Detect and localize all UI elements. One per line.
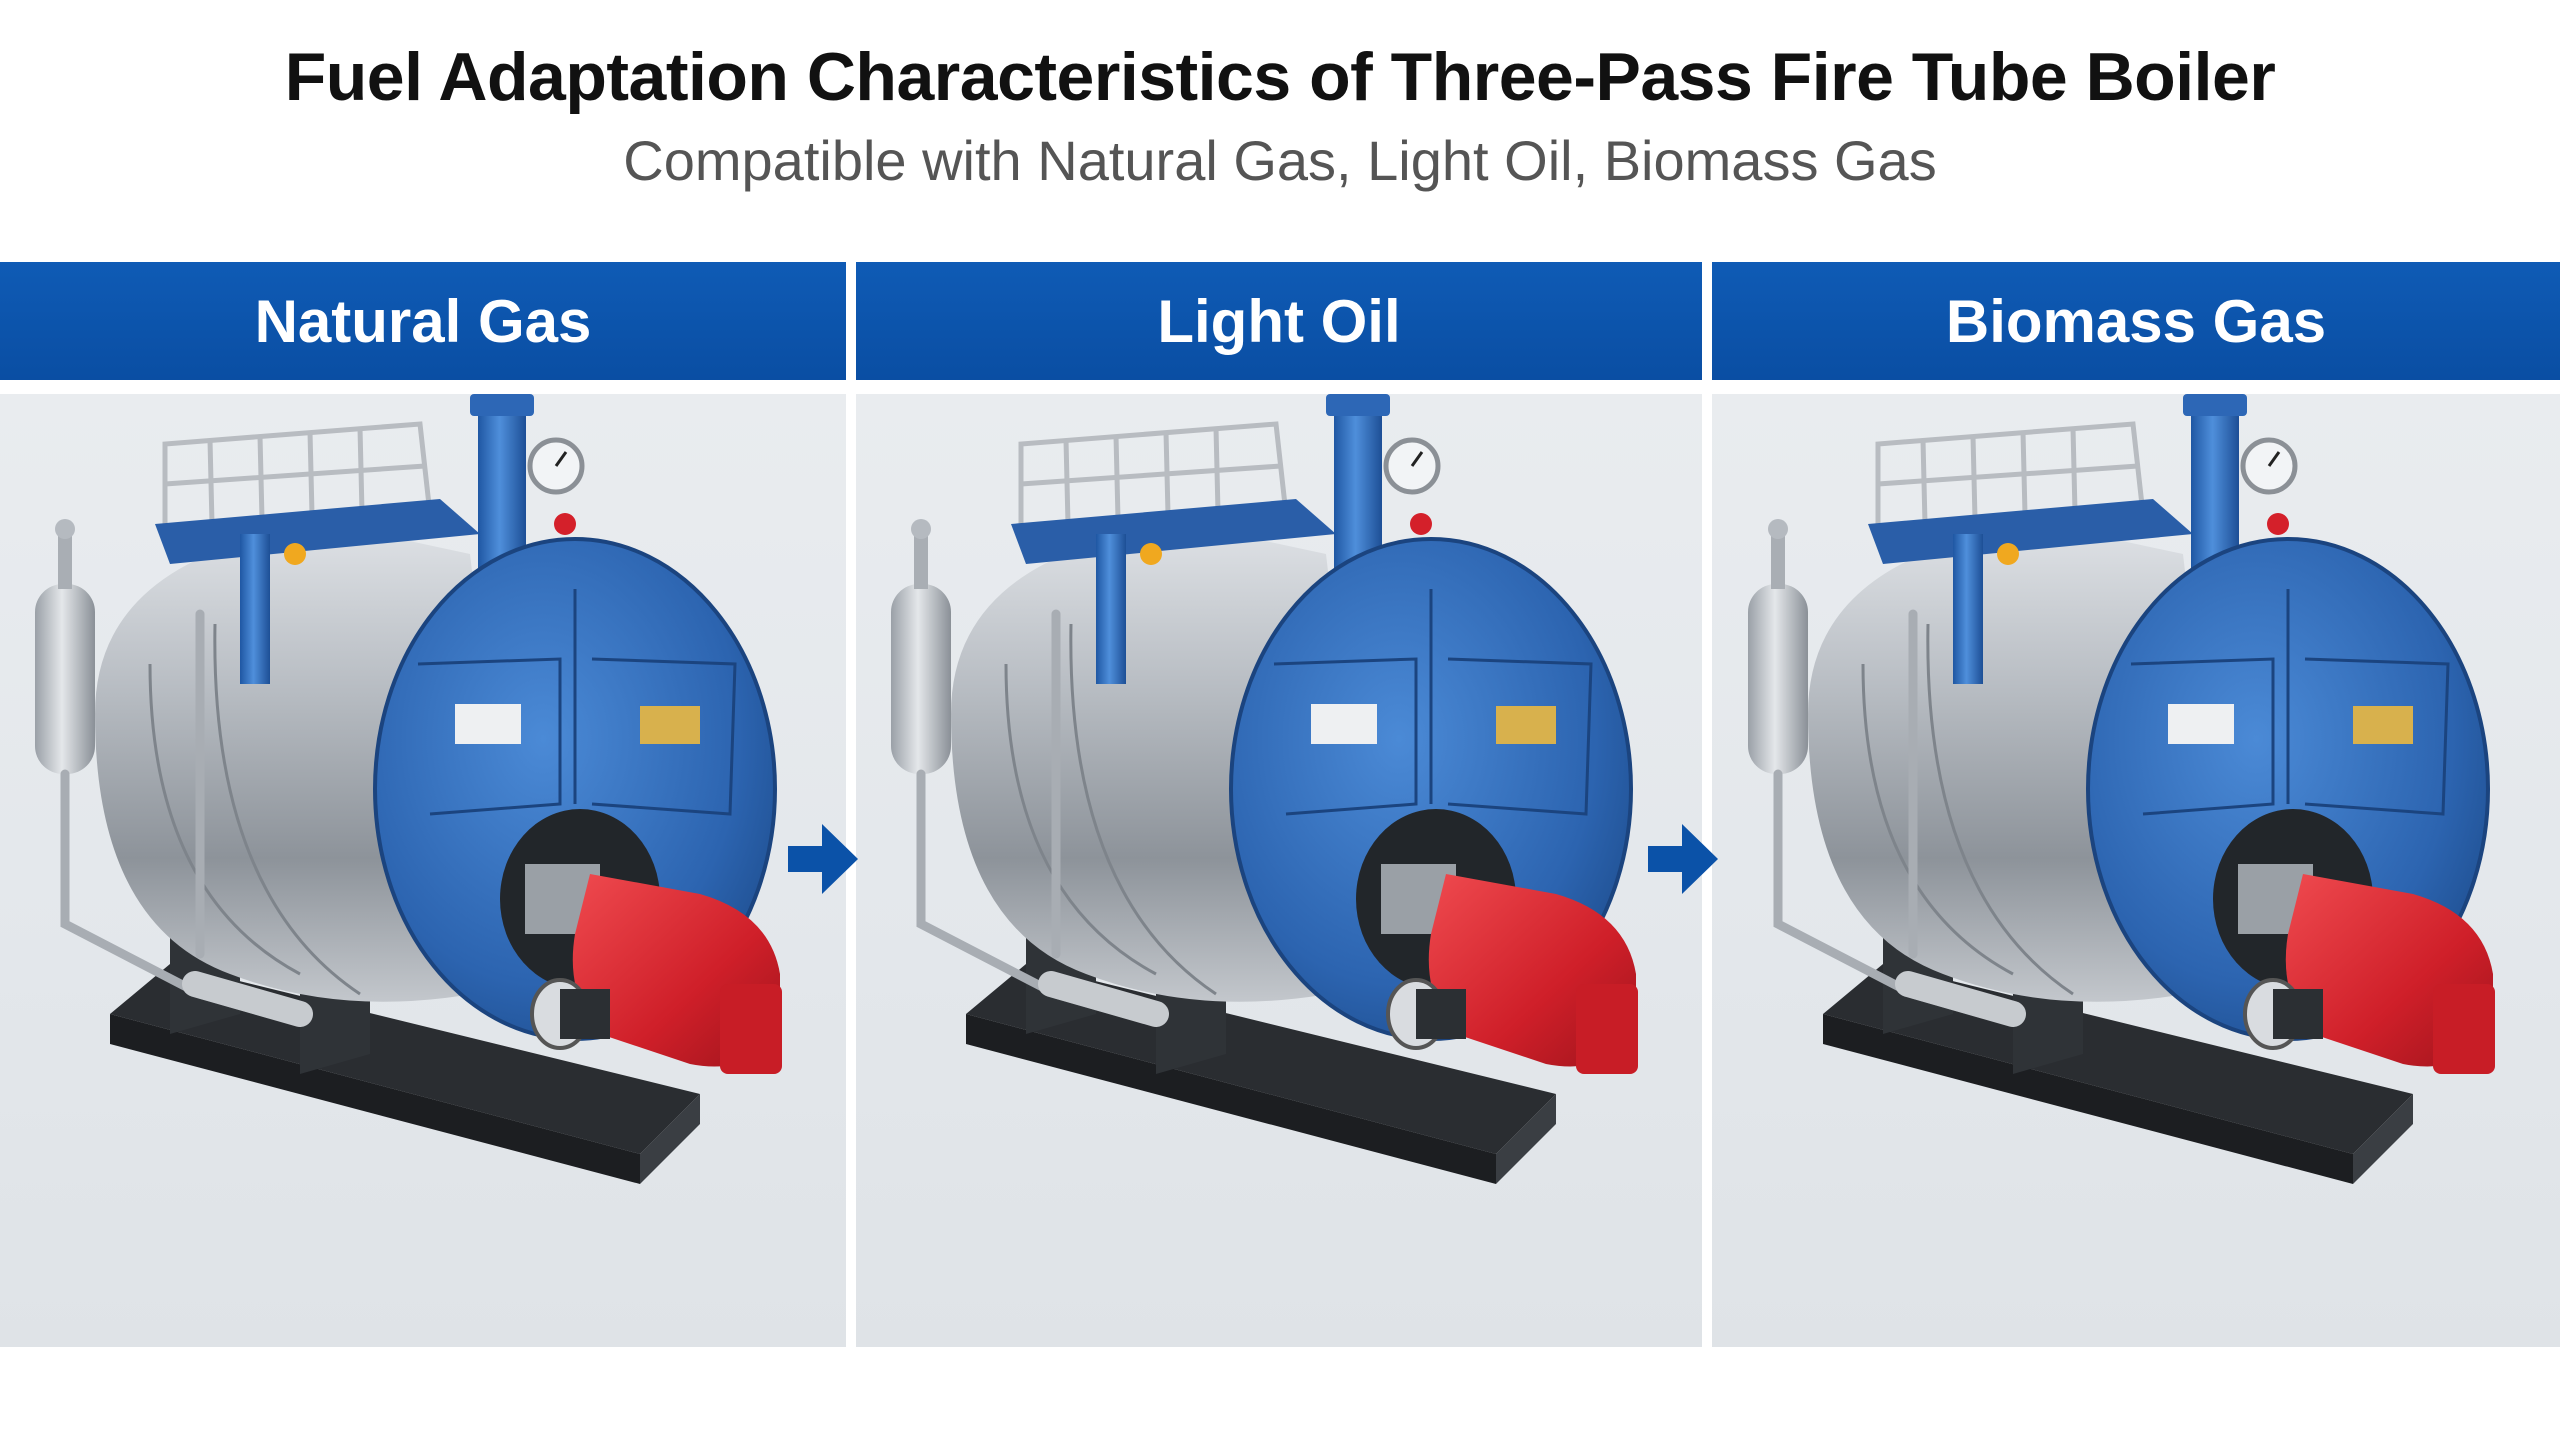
- panel-image-biomass-gas: [1712, 394, 2560, 1347]
- boiler-icon: [1712, 394, 2560, 1347]
- panel-image-natural-gas: [0, 394, 846, 1347]
- boiler-icon: [856, 394, 1702, 1347]
- page-title: Fuel Adaptation Characteristics of Three…: [284, 39, 2276, 115]
- page-subtitle: Compatible with Natural Gas, Light Oil, …: [623, 129, 1937, 192]
- panel-header-biomass-gas: Biomass Gas: [1712, 262, 2560, 380]
- arrow-right-icon: [1648, 824, 1718, 894]
- footer-band: [0, 1347, 2560, 1439]
- panel-biomass-gas: Biomass Gas: [1712, 262, 2560, 1347]
- panel-header-light-oil: Light Oil: [856, 262, 1702, 380]
- boiler-icon: [0, 394, 846, 1347]
- panel-header-natural-gas: Natural Gas: [0, 262, 846, 380]
- arrow-right-icon: [788, 824, 858, 894]
- panel-light-oil: Light Oil: [856, 262, 1702, 1347]
- panel-image-light-oil: [856, 394, 1702, 1347]
- panel-natural-gas: Natural Gas: [0, 262, 846, 1347]
